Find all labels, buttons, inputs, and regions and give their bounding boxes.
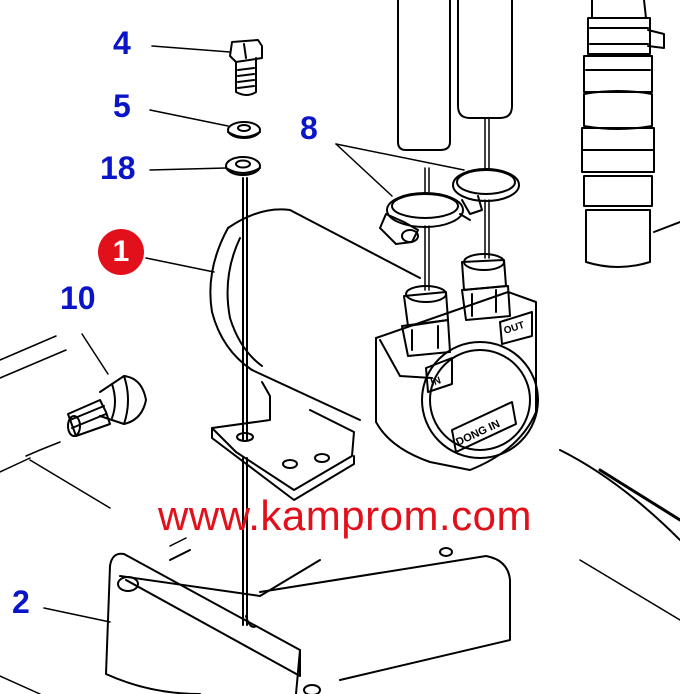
flat-washer-part — [225, 156, 261, 176]
frame-lines-left — [0, 335, 67, 694]
lock-washer-part — [227, 121, 261, 139]
fuel-pump-part — [209, 208, 539, 501]
assembly-axis-line — [242, 177, 248, 626]
callout-4: 4 — [113, 25, 131, 61]
fitting-part — [67, 375, 147, 437]
leader-lines — [25, 45, 465, 623]
mounting-plate-part — [105, 547, 511, 694]
hose-left — [397, 0, 451, 151]
clamp-axis-lines — [424, 117, 490, 291]
callout-8: 8 — [300, 110, 318, 146]
callout-1-badge: 1 — [98, 229, 144, 275]
callout-10: 10 — [60, 280, 96, 316]
hose-right — [457, 0, 513, 119]
watermark-text: www.kamprom.com — [158, 492, 532, 539]
hose-fitting-assembly — [581, 0, 680, 268]
hose-clamp-part — [379, 168, 520, 245]
callout-5: 5 — [113, 88, 131, 124]
frame-edge — [559, 449, 680, 621]
callout-18: 18 — [100, 150, 136, 186]
pump-label-out: OUT — [503, 320, 526, 337]
callout-2: 2 — [12, 584, 30, 620]
pump-label-in: IN — [430, 375, 443, 389]
bolt-part — [229, 39, 263, 96]
